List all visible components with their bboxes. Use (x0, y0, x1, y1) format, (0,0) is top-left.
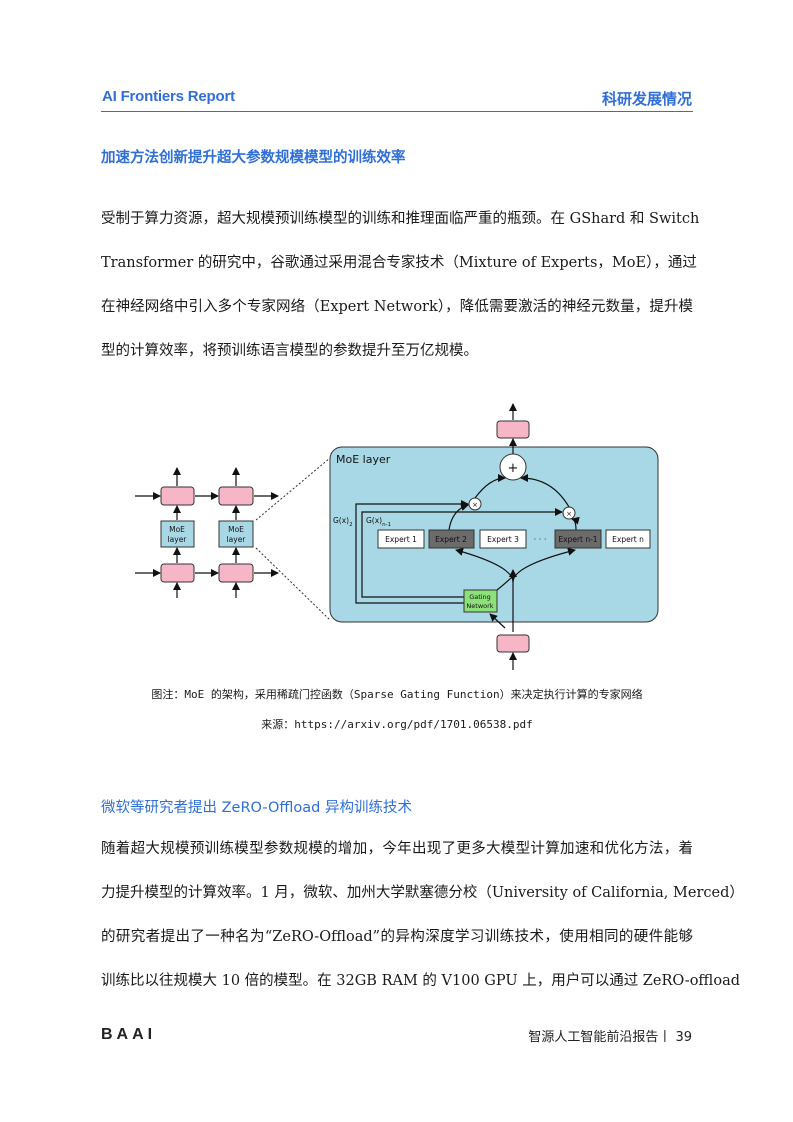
expert-label: Expert 3 (487, 535, 519, 544)
small-moe-block-1 (160, 520, 195, 548)
output-block (496, 420, 530, 439)
paragraph-line: 在神经网络中引入多个专家网络（Expert Network），降低需要激活的神经… (101, 299, 693, 315)
small-top-block-2 (218, 486, 254, 506)
expert-box (605, 529, 651, 549)
sum-node (499, 453, 527, 481)
expert-label: Expert n-1 (558, 535, 597, 544)
paragraph-1: 受制于算力资源，超大规模预训练模型的训练和推理面临严重的瓶颈。在 GShard … (101, 197, 700, 373)
paragraph-line: 受制于算力资源，超大规模预训练模型的训练和推理面临严重的瓶颈。在 GShard … (101, 211, 700, 227)
small-bottom-block-2 (218, 563, 254, 583)
gating-label: Network (466, 602, 493, 610)
footer-page-info: 智源人工智能前沿报告丨 39 (528, 1030, 692, 1045)
expert-label: Expert 2 (435, 535, 467, 544)
expert-label: Expert 1 (385, 535, 417, 544)
paragraph-line: 的研究者提出了一种名为“ZeRO-Offload”的异构深度学习训练技术，使用相… (101, 929, 693, 945)
header-left-title: AI Frontiers Report (102, 88, 235, 105)
times-icon: × (472, 501, 478, 509)
gate-weight-label-2: G(x)2 (333, 516, 353, 528)
input-block (496, 634, 530, 653)
gating-label: Gating (469, 593, 491, 601)
expert-box (377, 529, 425, 549)
small-bottom-block-1 (160, 563, 195, 583)
paragraph-line: 型的计算效率，将预训练语言模型的参数提升至万亿规模。 (101, 343, 478, 359)
times-icon: × (566, 510, 572, 518)
small-network-diagram: MoE layer MoE layer (135, 467, 279, 598)
moe-block-label: MoE (169, 525, 185, 534)
header-divider (101, 111, 693, 112)
expert-label: Expert n (612, 535, 644, 544)
baai-logo: BAAI (101, 1026, 157, 1043)
paragraph-2: 随着超大规模预训练模型参数规模的增加，今年出现了更多大模型计算加速和优化方法，着… (101, 827, 744, 1003)
moe-block-label: layer (168, 535, 188, 544)
section-title-2: 微软等研究者提出 ZeRO-Offload 异构训练技术 (101, 800, 412, 816)
paragraph-line: 力提升模型的计算效率。1 月，微软、加州大学默塞德分校（University o… (101, 885, 744, 901)
paragraph-line: 训练比以往规模大 10 倍的模型。在 32GB RAM 的 V100 GPU 上… (101, 973, 741, 989)
ellipsis: · · · (534, 535, 547, 544)
expert-box-active (554, 529, 602, 549)
figure-source: 来源：https://arxiv.org/pdf/1701.06538.pdf (261, 718, 533, 731)
expert-box (479, 529, 527, 549)
gating-network-box (463, 589, 498, 613)
paragraph-line: 随着超大规模预训练模型参数规模的增加，今年出现了更多大模型计算加速和优化方法，着 (101, 841, 693, 857)
expert-box-active (428, 529, 475, 549)
header-right-title: 科研发展情况 (601, 90, 692, 108)
gate-weight-label-n-1: G(x)n-1 (366, 516, 391, 528)
moe-block-label: MoE (228, 525, 244, 534)
moe-block-label: layer (227, 535, 247, 544)
section-title-1: 加速方法创新提升超大参数规模模型的训练效率 (101, 150, 406, 166)
small-top-block-1 (160, 486, 195, 506)
plus-icon: + (508, 461, 519, 476)
figure-caption: 图注：MoE 的架构，采用稀疏门控函数（Sparse Gating Functi… (151, 688, 643, 701)
paragraph-line: Transformer 的研究中，谷歌通过采用混合专家技术（Mixture of… (101, 255, 697, 271)
moe-layer-title: MoE layer (336, 453, 391, 466)
